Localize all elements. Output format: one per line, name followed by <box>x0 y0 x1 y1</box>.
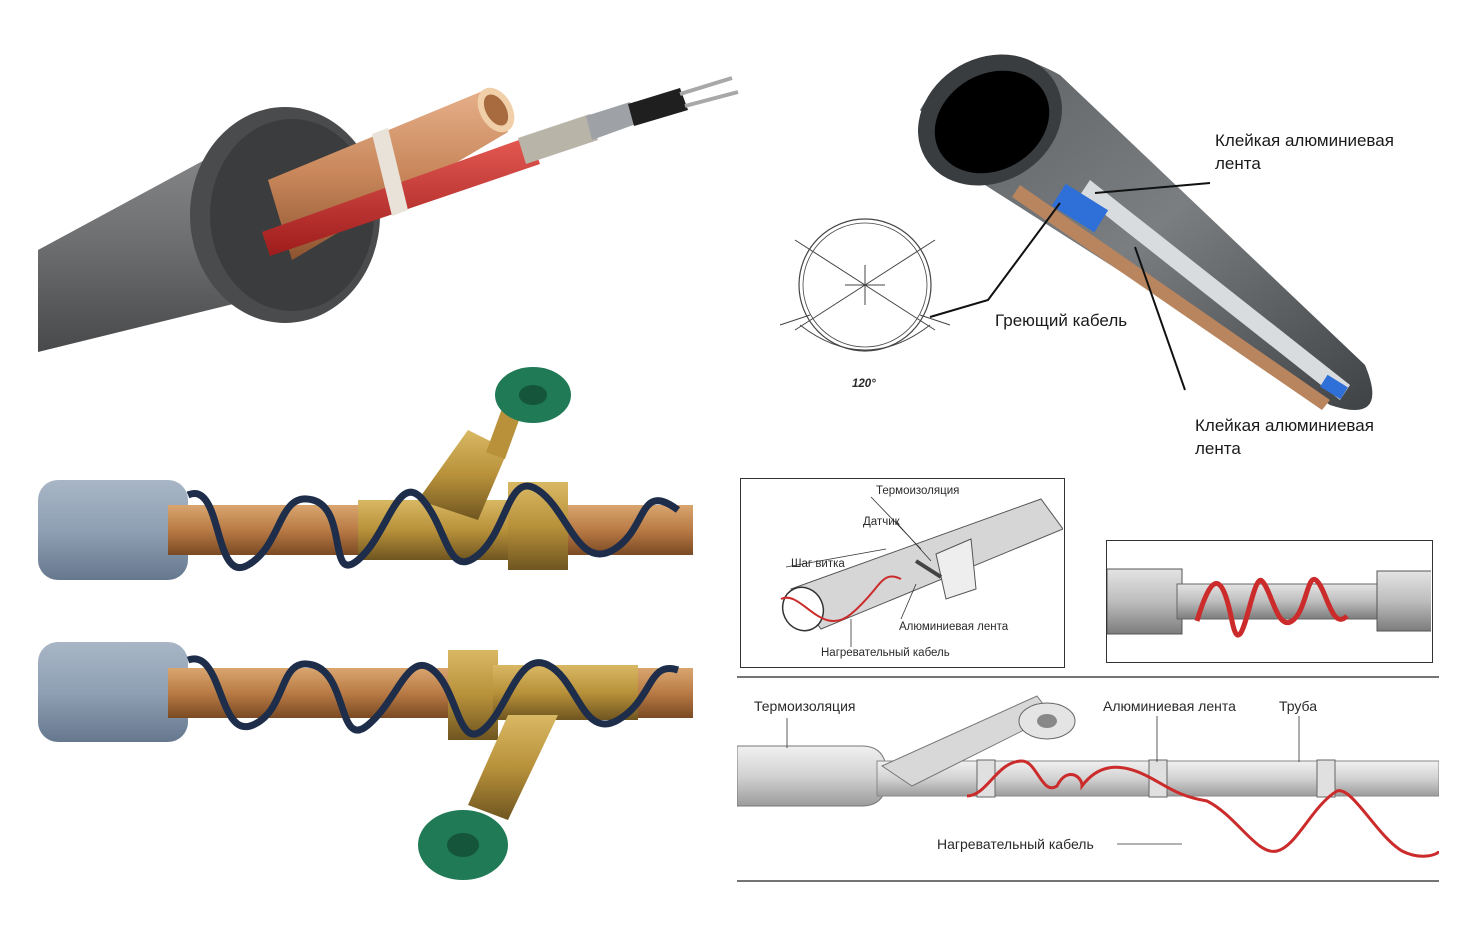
heating-cable-line <box>1012 185 1330 410</box>
label-adhesive-tape-top-1: Клейкая алюминиевая <box>1215 131 1394 150</box>
linear-laying-diagram: Клейкая алюминиевая лента Греющий кабель… <box>770 25 1460 465</box>
label-insulation-bottom: Термоизоляция <box>754 698 856 714</box>
label-sensor: Датчик <box>863 516 900 528</box>
blue-tape-piece <box>1051 183 1109 233</box>
insulated-pipe-illustration <box>30 60 750 360</box>
valve-pipe-illustration-1 <box>38 350 698 590</box>
spiral-cable-pipe-image <box>1106 540 1433 663</box>
leader-top-tape <box>1094 182 1211 194</box>
heating-cable-spiral <box>186 482 681 571</box>
label-aluminum-tape-bottom: Алюминиевая лента <box>1103 698 1236 714</box>
braid-screen <box>518 114 598 164</box>
right-insulation <box>1376 570 1431 632</box>
leader-heating-cable <box>929 202 1061 318</box>
label-pipe: Труба <box>1279 698 1318 714</box>
valve-body <box>493 665 638 720</box>
foam-insulation <box>38 480 188 580</box>
heating-cable <box>780 575 902 623</box>
label-adhesive-tape-top-2: лента <box>1215 154 1261 173</box>
label-insulation-small: Термоизоляция <box>876 485 960 497</box>
foam-insulation <box>38 642 188 742</box>
wave-laying-schematic: Термоизоляция Алюминиевая лента Труба На… <box>737 676 1439 884</box>
left-insulation <box>1107 568 1183 635</box>
sensor-unit <box>935 538 977 600</box>
label-adhesive-tape-bottom-2: лента <box>1195 439 1241 458</box>
spiral-sensor-schematic: Термоизоляция Датчик Шаг витка Алюминиев… <box>740 478 1065 668</box>
cross-section-circle <box>798 218 932 352</box>
heating-cable-spiral <box>186 655 680 738</box>
aluminum-tape-strip <box>1080 180 1350 400</box>
label-heating-cable-small: Нагревательный кабель <box>821 647 950 659</box>
fixing-strap <box>372 128 408 216</box>
valve-pipe-illustration-2 <box>38 630 698 910</box>
leader-bottom-tape <box>1134 246 1186 391</box>
label-adhesive-tape-bottom-1: Клейкая алюминиевая <box>1195 416 1374 435</box>
label-heating-cable-bottom: Нагревательный кабель <box>937 836 1094 852</box>
label-angle: 120° <box>852 378 876 390</box>
label-winding-pitch: Шаг витка <box>791 558 845 570</box>
label-aluminum-tape-small: Алюминиевая лента <box>899 621 1009 633</box>
heating-cable-wave <box>966 759 1439 858</box>
heating-cable-spiral <box>1194 576 1349 638</box>
label-heating-cable: Греющий кабель <box>995 311 1128 330</box>
cable-core <box>628 88 688 126</box>
insulation-segment <box>737 745 888 807</box>
